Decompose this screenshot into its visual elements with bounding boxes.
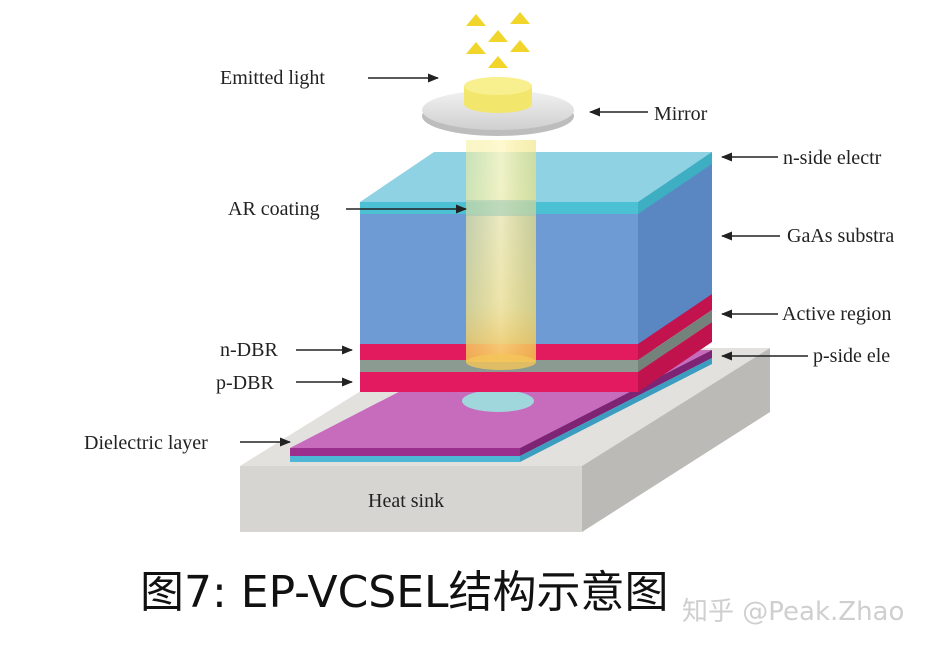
label-ar-coating: AR coating: [228, 198, 320, 220]
label-mirror: Mirror: [654, 103, 708, 125]
label-p-side-electrode: p-side ele: [813, 345, 890, 367]
label-p-dbr: p-DBR: [216, 372, 274, 394]
label-n-side-electrode: n-side electr: [783, 147, 882, 169]
label-gaas-substrate: GaAs substra: [787, 225, 894, 247]
labels: Emitted light Mirror n-side electr AR co…: [84, 67, 894, 512]
label-n-dbr: n-DBR: [220, 339, 278, 361]
mirror: [422, 77, 574, 136]
label-dielectric-layer: Dielectric layer: [84, 432, 208, 454]
label-active-region: Active region: [782, 303, 891, 325]
leader-lines: [240, 73, 808, 447]
label-heat-sink: Heat sink: [368, 490, 444, 512]
emitted-light-arrows: [466, 12, 530, 68]
watermark: 知乎 @Peak.Zhao: [682, 597, 904, 627]
figure-caption: 图7: EP-VCSEL结构示意图: [140, 567, 669, 618]
light-beam: [466, 140, 536, 370]
label-emitted-light: Emitted light: [220, 67, 325, 89]
